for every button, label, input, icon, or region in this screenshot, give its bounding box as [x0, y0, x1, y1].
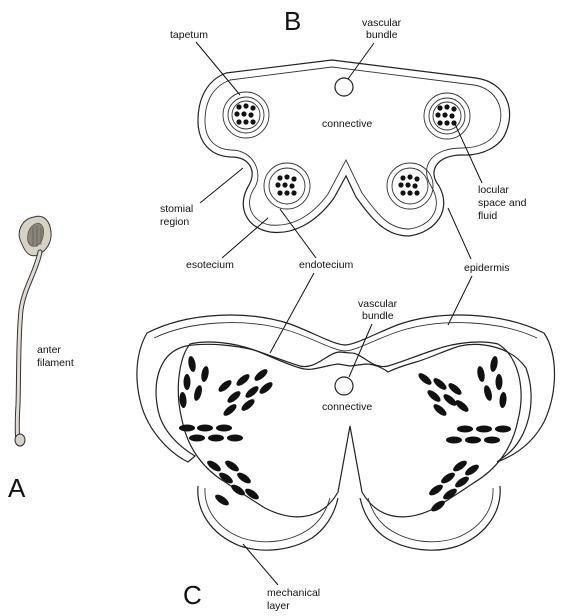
panel-c-letter: C: [183, 580, 202, 610]
pollen-grains-right: [418, 356, 511, 512]
pollen-sac-upper-left: [222, 91, 270, 139]
pollen-sac-upper-right: [423, 92, 471, 140]
vascular-bundle-b: [334, 77, 354, 97]
endotecium-label: endotecium: [299, 259, 354, 271]
anther-lobe-shading: [27, 222, 44, 247]
anter-label: anter: [37, 344, 61, 356]
pollen-sac-lower-right: [386, 162, 434, 210]
pollen-grains-left: [179, 356, 273, 506]
endotecium-leader-c: [269, 272, 315, 354]
filament-label: filament: [37, 357, 74, 369]
locular-leader: [454, 123, 483, 184]
esotecium-outline-b: [204, 66, 502, 230]
filament-base: [14, 433, 26, 447]
epidermis-label: epidermis: [464, 262, 510, 274]
stomial-label-2: region: [160, 216, 189, 228]
stomial-leader: [199, 167, 244, 204]
esotecium-outline-c: [153, 322, 538, 352]
locular-label-2: space and: [478, 197, 527, 209]
vascular-bundle-c-label-1: vascular: [358, 298, 398, 310]
epidermis-leader-b: [447, 207, 472, 260]
vascular-bundle-b-label-2: bundle: [366, 29, 398, 41]
vascular-bundle-c: [334, 376, 354, 396]
mature-anther-section: [136, 314, 556, 551]
tapetum-leader: [195, 41, 241, 96]
mechanical-label-1: mechanical: [267, 587, 320, 599]
epidermis-outline-c: [136, 314, 556, 463]
mechanical-leader: [242, 543, 279, 586]
esotecium-label: esotecium: [186, 259, 234, 271]
mechanical-layer-left-outer: [197, 485, 339, 551]
anther-theca-stripes: [32, 226, 42, 247]
mechanical-layer-right-outer: [359, 485, 501, 551]
vascular-bundle-c-leader: [348, 323, 373, 378]
mechanical-label-2: layer: [267, 600, 290, 612]
epidermis-outline-b: [197, 59, 511, 237]
vascular-bundle-b-leader: [347, 42, 375, 80]
esotecium-leader: [221, 217, 269, 259]
connective-c-label: connective: [322, 401, 372, 413]
endotecium-leader-b: [279, 208, 317, 259]
stomial-label-1: stomial: [160, 203, 193, 215]
young-anther-section: [197, 59, 511, 237]
tapetum-label: tapetum: [170, 29, 208, 41]
stamen-drawing: [14, 215, 52, 447]
epidermis-leader-c: [447, 275, 473, 326]
mechanical-layer-left-inner: [204, 487, 331, 543]
mechanical-layer-right-inner: [367, 487, 494, 543]
connective-b-label: connective: [322, 118, 372, 130]
locular-label-1: locular: [478, 184, 509, 196]
pollen-sac-lower-left: [263, 162, 311, 210]
locular-label-3: fluid: [478, 210, 497, 222]
panel-b-letter: B: [284, 6, 301, 36]
panel-a-letter: A: [8, 473, 26, 503]
vascular-bundle-c-label-2: bundle: [362, 310, 394, 322]
vascular-bundle-b-label-1: vascular: [362, 17, 402, 29]
filament-highlight: [15, 250, 42, 444]
